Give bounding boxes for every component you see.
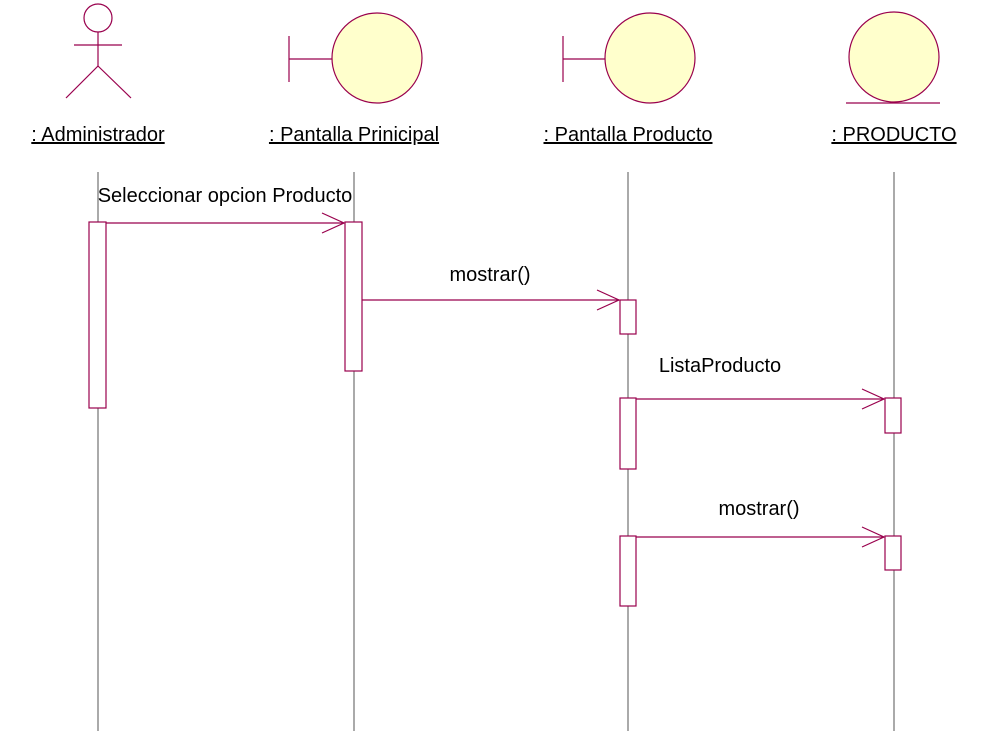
activation-bar-administrador bbox=[88, 221, 107, 409]
lifeline-label-pantalla-producto: : Pantalla Producto bbox=[544, 124, 713, 146]
activation-bar-pantalla-producto-2 bbox=[619, 397, 637, 470]
lifeline-label-administrador: : Administrador bbox=[31, 124, 165, 146]
activation-bar-producto-2 bbox=[884, 535, 902, 571]
message-label: ListaProducto bbox=[659, 355, 781, 377]
lifeline-pantalla-producto: : Pantalla Producto bbox=[544, 12, 713, 731]
lifeline-label-producto: : PRODUCTO bbox=[831, 124, 956, 146]
boundary-icon bbox=[562, 12, 696, 104]
activation-bar-pantalla-producto-1 bbox=[619, 299, 637, 335]
message-label: Seleccionar opcion Producto bbox=[98, 185, 353, 207]
message-arrow bbox=[636, 388, 886, 410]
lifeline-producto: : PRODUCTO bbox=[831, 11, 957, 731]
message-2: mostrar() bbox=[362, 264, 621, 311]
lifeline-label-pantalla-principal: : Pantalla Prinicipal bbox=[269, 124, 439, 146]
boundary-icon bbox=[288, 12, 423, 104]
message-arrow bbox=[362, 289, 621, 311]
entity-icon bbox=[846, 11, 940, 104]
message-label: mostrar() bbox=[449, 264, 530, 286]
message-arrow bbox=[636, 526, 886, 548]
message-4: mostrar() bbox=[636, 498, 886, 548]
message-label: mostrar() bbox=[718, 498, 799, 520]
activation-bar-producto-1 bbox=[884, 397, 902, 434]
activation-bar-pantalla-producto-3 bbox=[619, 535, 637, 607]
message-3: ListaProducto bbox=[636, 355, 886, 410]
message-1: Seleccionar opcion Producto bbox=[98, 185, 353, 234]
lifeline-pantalla-principal: : Pantalla Prinicipal bbox=[269, 12, 439, 731]
message-arrow bbox=[106, 212, 346, 234]
activation-bar-pantalla-principal bbox=[344, 221, 363, 372]
actor-icon bbox=[65, 3, 132, 99]
